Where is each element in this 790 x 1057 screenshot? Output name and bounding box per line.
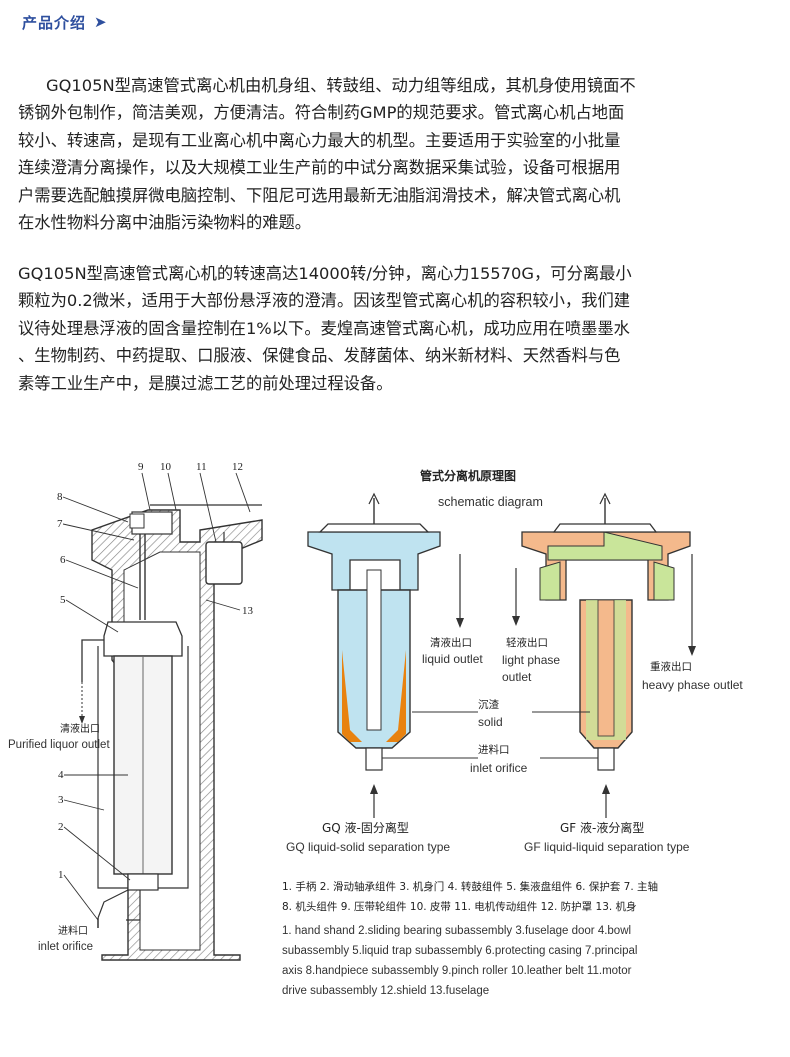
part-number: 2 <box>58 821 64 833</box>
gf-type-en: GF liquid-liquid separation type <box>524 840 690 854</box>
intro-paragraph: GQ105N型高速管式离心机由机身组、转鼓组、动力组等组成，其机身使用镜面不 锈… <box>18 72 778 236</box>
part-number: 13 <box>242 605 254 617</box>
machine-cross-section: 8 7 6 5 4 3 2 1 9 10 11 12 13 清液出口 Purif… <box>8 461 263 961</box>
inlet-label-en: inlet orifice <box>470 761 528 775</box>
legend-en-line: 1. hand shand 2.sliding bearing subassem… <box>282 925 631 937</box>
text-line: 连续澄清分离操作，以及大规模工业生产前的中试分离数据采集试验，设备可根据用 <box>18 158 621 178</box>
schematic-title-en: schematic diagram <box>438 495 543 509</box>
part-number: 10 <box>160 461 172 473</box>
part-number: 5 <box>60 594 66 606</box>
inlet-label-cn: 进料口 <box>478 743 510 756</box>
gq-type-en: GQ liquid-solid separation type <box>286 840 450 854</box>
schematic-title-cn: 管式分离机原理图 <box>420 468 516 483</box>
text-line: 锈钢外包制作，简洁美观，方便清洁。符合制药GMP的规范要求。管式离心机占地面 <box>18 103 625 123</box>
section-title: 产品介绍 <box>22 13 87 32</box>
solid-label-en: solid <box>478 715 503 729</box>
text-line: GQ105N型高速管式离心机由机身组、转鼓组、动力组等组成，其机身使用镜面不 <box>46 76 636 95</box>
inlet-label-en: inlet orifice <box>38 941 93 953</box>
legend-en-line: drive subassembly 12.shield 13.fuselage <box>282 985 489 997</box>
text-line: 议待处理悬浮液的固含量控制在1%以下。麦煌高速管式离心机，成功应用在喷墨墨水 <box>18 318 630 338</box>
legend-cn-line: 1. 手柄 2. 滑动轴承组件 3. 机身门 4. 转鼓组件 5. 集液盘组件 … <box>282 880 658 893</box>
text-line: 素等工业生产中，是膜过滤工艺的前处理过程设备。 <box>18 373 393 393</box>
legend-en-line: subassembly 5.liquid trap subassembly 6.… <box>282 945 637 957</box>
spec-paragraph: GQ105N型高速管式离心机的转速高达14000转/分钟，离心力15570G，可… <box>18 260 778 397</box>
part-number: 3 <box>58 794 64 806</box>
text-line: GQ105N型高速管式离心机的转速高达14000转/分钟，离心力15570G，可… <box>18 264 632 283</box>
gf-light-outlet-en: light phase <box>502 653 560 667</box>
legend-en-line: axis 8.handpiece subassembly 9.pinch rol… <box>282 965 632 977</box>
text-line: 、生物制药、中药提取、口服液、保健食品、发酵菌体、纳米新材料、天然香料与色 <box>18 346 621 366</box>
parts-legend: 1. 手柄 2. 滑动轴承组件 3. 机身门 4. 转鼓组件 5. 集液盘组件 … <box>282 880 658 997</box>
purified-outlet-label-en: Purified liquor outlet <box>8 739 110 751</box>
part-number: 1 <box>58 869 64 881</box>
text-line: 颗粒为0.2微米，适用于大部份悬浮液的澄清。因该型管式离心机的容积较小，我们建 <box>18 291 631 311</box>
part-number: 11 <box>196 461 207 473</box>
gq-type-cn: GQ 液-固分离型 <box>322 820 409 835</box>
gq-liquid-outlet-cn: 清液出口 <box>430 636 472 649</box>
gq-liquid-outlet-en: liquid outlet <box>422 652 483 666</box>
arrow-right-icon: ➤ <box>94 13 107 31</box>
text-line: 较小、转速高，是现有工业离心机中离心力最大的机型。主要适用于实验室的小批量 <box>18 130 621 150</box>
inlet-label-cn: 进料口 <box>58 924 88 937</box>
gq-liquid-solid-diagram <box>307 492 464 818</box>
gf-light-outlet-en-2: outlet <box>502 670 532 684</box>
text-line: 在水性物料分离中油脂污染物料的难题。 <box>18 213 312 233</box>
part-number: 8 <box>57 491 63 503</box>
centrifuge-diagram: 8 7 6 5 4 3 2 1 9 10 11 12 13 清液出口 Purif… <box>0 450 790 1050</box>
legend-cn-line: 8. 机头组件 9. 压带轮组件 10. 皮带 11. 电机传动组件 12. 防… <box>282 900 637 913</box>
part-number: 4 <box>58 769 64 781</box>
part-number: 6 <box>60 554 66 566</box>
gf-light-outlet-cn: 轻液出口 <box>506 636 548 649</box>
gf-type-cn: GF 液-液分离型 <box>560 820 644 835</box>
gf-heavy-outlet-en: heavy phase outlet <box>642 678 743 692</box>
gf-liquid-liquid-diagram <box>512 492 696 818</box>
part-number: 7 <box>57 518 63 530</box>
section-header: 产品介绍 ➤ <box>22 10 107 34</box>
gf-heavy-outlet-cn: 重液出口 <box>650 660 692 673</box>
part-number: 12 <box>232 461 243 473</box>
solid-label-cn: 沉渣 <box>478 698 499 711</box>
purified-outlet-label-cn: 清液出口 <box>60 722 100 735</box>
text-line: 户需要选配触摸屏微电脑控制、下阻尼可选用最新无油脂润滑技术，解决管式离心机 <box>18 185 621 205</box>
part-number: 9 <box>138 461 144 473</box>
